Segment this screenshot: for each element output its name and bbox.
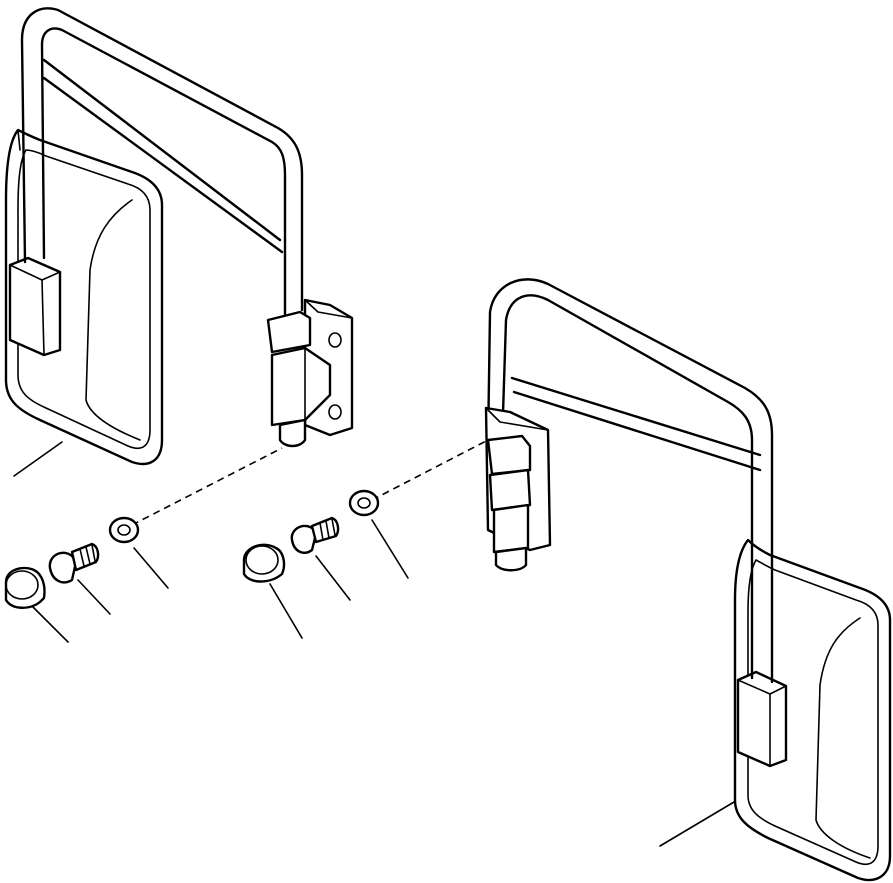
leader-line (133, 547, 169, 589)
washer-left (108, 516, 140, 544)
mirror-frame-left (20, 7, 304, 320)
bolt-left (48, 542, 100, 584)
hinge-bracket-left (266, 298, 354, 448)
leader-line (659, 801, 735, 847)
assembly-line-right (371, 439, 489, 501)
leader-line (77, 579, 111, 615)
assembly-line-left (131, 447, 283, 526)
left-mirror-assembly (4, 7, 354, 466)
hinge-bracket-right (484, 406, 552, 572)
leader-lines (13, 441, 735, 847)
mirror-frame-right (486, 278, 774, 684)
mirror-head-left (4, 128, 164, 466)
cap-right (242, 543, 286, 583)
leader-line (31, 605, 69, 643)
leader-line (269, 583, 303, 639)
leader-line (315, 555, 351, 601)
leader-line (371, 519, 409, 579)
washer-right (348, 489, 380, 517)
leader-line (13, 441, 63, 477)
mirror-head-right (733, 538, 892, 882)
right-mirror-assembly (484, 278, 892, 882)
bolt-right (290, 516, 340, 554)
cap-left (4, 566, 46, 609)
